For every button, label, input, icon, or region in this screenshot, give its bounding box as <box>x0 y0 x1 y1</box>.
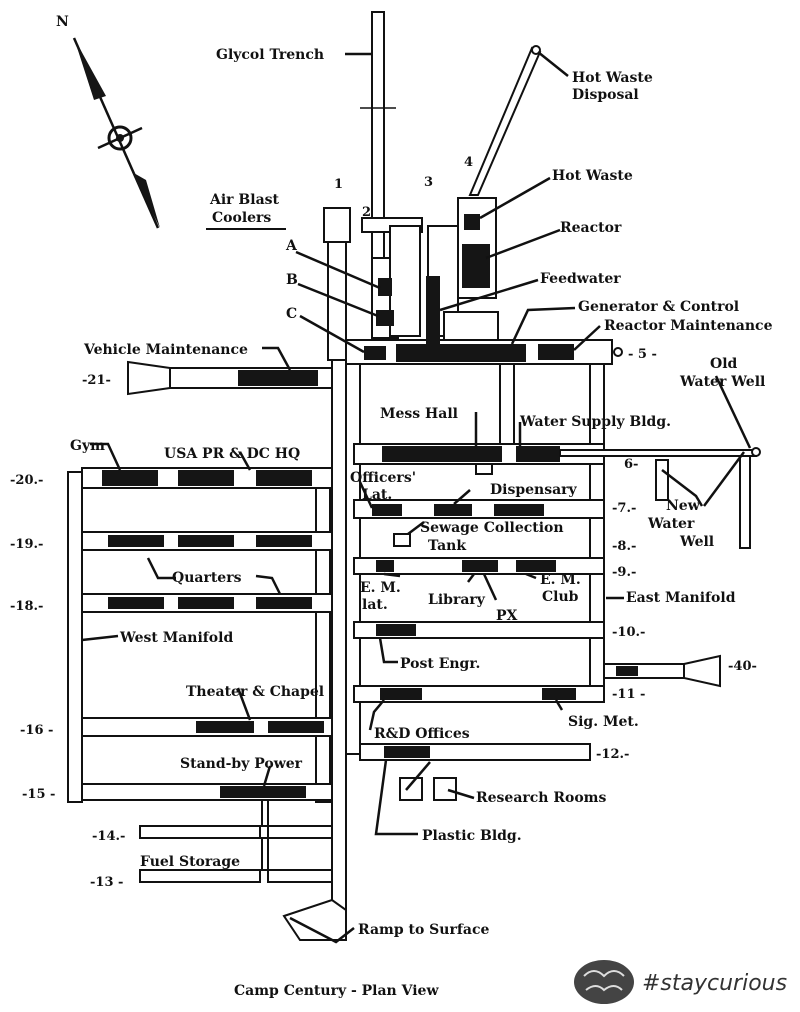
label-old-water-well-2: Water Well <box>679 374 765 390</box>
trench-number-15: -15 - <box>22 787 55 802</box>
label-b: B <box>286 272 298 288</box>
trench-number-11: -11 - <box>612 687 645 702</box>
label-vehicle-maintenance: Vehicle Maintenance <box>83 342 248 358</box>
label-standby-power: Stand-by Power <box>180 756 303 772</box>
label-c: C <box>286 306 297 322</box>
label-gym: Gym <box>70 438 105 454</box>
label-quarters: Quarters <box>172 570 242 586</box>
label-usa-pr-dc-hq: USA PR & DC HQ <box>164 446 300 462</box>
trench-number-20: -20.- <box>10 473 43 488</box>
label-plastic-bldg: Plastic Bldg. <box>422 828 522 844</box>
vehicle-maintenance-trench <box>127 360 333 396</box>
label-em-club-1: E. M. <box>540 572 581 588</box>
diagram-title: Camp Century - Plan View <box>234 983 439 999</box>
label-a: A <box>285 238 298 254</box>
trench-number-9: -9.- <box>612 565 636 580</box>
labels: Glycol Trench Hot Waste Disposal Hot Was… <box>70 47 773 938</box>
label-hot-waste-disposal-2: Disposal <box>572 87 639 103</box>
leader-lines <box>81 51 752 944</box>
brain-icon <box>574 960 634 1004</box>
trench-number-1: 1 <box>334 177 343 192</box>
trench-number-2: 2 <box>362 205 371 220</box>
label-generator-control: Generator & Control <box>578 299 739 315</box>
trench-number-10: -10.- <box>612 625 645 640</box>
trench-numbers: 1 2 3 4 - 5 - 6- -7.- -8.- -9.- -10.- -1… <box>10 155 757 890</box>
label-new-water-well-1: New <box>666 498 701 514</box>
trench-40 <box>603 654 721 688</box>
label-glycol-trench: Glycol Trench <box>216 47 324 63</box>
label-officers-lat-1: Officers' <box>350 470 416 486</box>
label-rd-offices: R&D Offices <box>374 726 470 742</box>
watermark-text: #staycurious <box>642 971 787 996</box>
trench-number-19: -19.- <box>10 537 43 552</box>
label-theater-chapel: Theater & Chapel <box>186 684 324 700</box>
label-post-engr: Post Engr. <box>400 656 480 672</box>
watermark: #staycurious <box>574 960 787 1004</box>
trench-number-12: -12.- <box>596 747 629 762</box>
trench-number-4: 4 <box>464 155 473 170</box>
trench-number-8: -8.- <box>612 539 636 554</box>
trench-number-40: -40- <box>728 659 757 674</box>
trench-number-6: 6- <box>624 457 638 472</box>
trench-number-18: -18.- <box>10 599 43 614</box>
label-reactor: Reactor <box>560 220 622 236</box>
label-west-manifold: West Manifold <box>119 630 233 646</box>
label-em-lat-1: E. M. <box>360 580 401 596</box>
label-reactor-maintenance: Reactor Maintenance <box>604 318 773 334</box>
label-em-lat-2: lat. <box>362 597 388 613</box>
west-complex <box>67 467 333 883</box>
trench-number-21: -21- <box>82 373 111 388</box>
label-new-water-well-3: Well <box>679 534 714 550</box>
hot-waste-disposal-pipe <box>468 45 542 196</box>
main-corridor <box>282 359 347 941</box>
label-air-blast-1: Air Blast <box>209 192 280 208</box>
label-hot-waste-disposal-1: Hot Waste <box>572 70 653 86</box>
label-mess-hall: Mess Hall <box>380 406 458 422</box>
trench-number-14: -14.- <box>92 829 125 844</box>
trench-number-7: -7.- <box>612 501 636 516</box>
label-library: Library <box>428 592 486 608</box>
label-old-water-well-1: Old <box>710 356 738 372</box>
label-new-water-well-2: Water <box>647 516 695 532</box>
trench-number-5: - 5 - <box>628 347 657 362</box>
trench-number-13: -13 - <box>90 875 123 890</box>
label-em-club-2: Club <box>542 589 579 605</box>
label-officers-lat-2: Lat. <box>362 487 392 503</box>
reactor-complex <box>323 197 623 365</box>
trench-number-16: -16 - <box>20 723 53 738</box>
label-water-supply: Water Supply Bldg. <box>519 414 671 430</box>
label-air-blast-2: Coolers <box>212 210 271 226</box>
label-ramp: Ramp to Surface <box>358 922 489 938</box>
label-dispensary: Dispensary <box>490 482 578 498</box>
compass-north-label: N <box>56 14 69 30</box>
label-fuel-storage: Fuel Storage <box>140 854 240 870</box>
label-research-rooms: Research Rooms <box>476 790 606 806</box>
label-px: PX <box>496 608 518 624</box>
trench-number-3: 3 <box>424 175 433 190</box>
label-east-manifold: East Manifold <box>626 590 736 606</box>
label-sewage-1: Sewage Collection <box>420 520 564 536</box>
label-feedwater: Feedwater <box>540 271 621 287</box>
label-sewage-2: Tank <box>428 538 466 554</box>
compass-north-arrow-icon: N <box>56 14 160 229</box>
label-sig-met: Sig. Met. <box>568 714 639 730</box>
east-complex <box>345 363 761 801</box>
label-hot-waste: Hot Waste <box>552 168 633 184</box>
